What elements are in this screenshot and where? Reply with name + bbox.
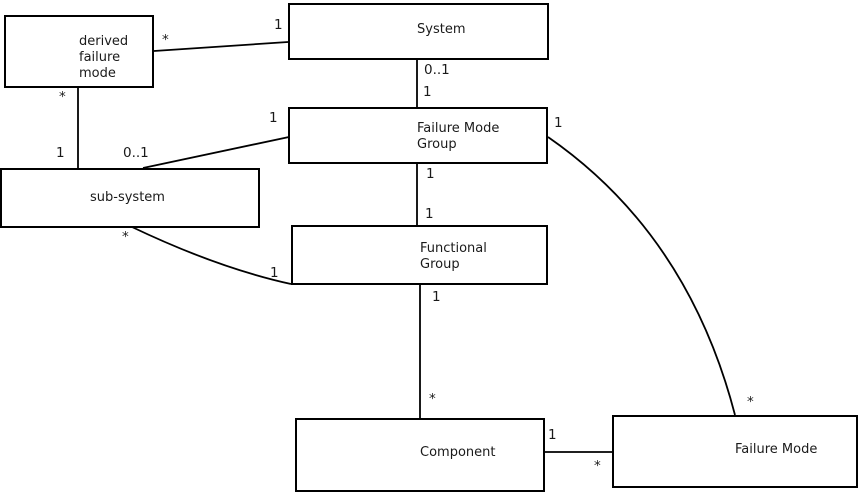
multiplicity-system-fmgroup-target: 1 bbox=[423, 84, 432, 100]
node-label: Functional bbox=[420, 240, 487, 256]
multiplicity-subsystem-fgroup-target: 1 bbox=[270, 265, 279, 281]
multiplicity-derived-subsystem-source: * bbox=[59, 89, 66, 105]
node-functional-group[interactable]: Functional Group bbox=[291, 225, 548, 285]
multiplicity-derived-system-target: 1 bbox=[274, 17, 283, 33]
node-failure-mode[interactable]: Failure Mode bbox=[612, 415, 858, 488]
node-derived-failure-mode[interactable]: derived failure mode bbox=[4, 15, 154, 88]
multiplicity-fmgroup-fgroup-target: 1 bbox=[425, 206, 434, 222]
multiplicity-subsystem-fgroup-source: * bbox=[122, 229, 129, 245]
multiplicity-fmgroup-fmode-source: 1 bbox=[554, 115, 563, 131]
node-label: Failure Mode bbox=[735, 441, 818, 457]
multiplicity-derived-subsystem-target: 1 bbox=[56, 145, 65, 161]
node-label: Group bbox=[420, 256, 460, 272]
node-label: System bbox=[417, 22, 466, 37]
node-label: mode bbox=[79, 65, 116, 81]
multiplicity-fmgroup-fgroup-source: 1 bbox=[426, 166, 435, 182]
node-label: derived bbox=[79, 33, 129, 49]
node-label: failure bbox=[79, 49, 121, 65]
node-system[interactable]: System bbox=[288, 3, 549, 60]
edge-subsystem-fmgroup bbox=[142, 136, 290, 169]
multiplicity-derived-system-source: * bbox=[162, 32, 169, 48]
node-label: sub-system bbox=[90, 190, 165, 205]
edge-derived-system bbox=[153, 41, 289, 52]
multiplicity-fmgroup-fmode-target: * bbox=[747, 394, 754, 410]
edge-fmgroup-fmode bbox=[547, 136, 736, 416]
edge-subsystem-fgroup bbox=[131, 226, 292, 285]
multiplicity-fgroup-component-source: 1 bbox=[432, 289, 441, 305]
node-label: Component bbox=[420, 444, 496, 460]
multiplicity-component-fmode-target: * bbox=[594, 458, 601, 474]
multiplicity-subsystem-fmgroup-source: 0..1 bbox=[123, 145, 149, 161]
node-sub-system[interactable]: sub-system bbox=[0, 168, 260, 228]
node-failure-mode-group[interactable]: Failure Mode Group bbox=[288, 107, 548, 164]
multiplicity-system-fmgroup-source: 0..1 bbox=[424, 62, 450, 78]
node-label: Failure Mode bbox=[417, 121, 500, 136]
node-label: Group bbox=[417, 137, 457, 152]
multiplicity-component-fmode-source: 1 bbox=[548, 427, 557, 443]
node-component[interactable]: Component bbox=[295, 418, 545, 492]
multiplicity-subsystem-fmgroup-target: 1 bbox=[269, 110, 278, 126]
multiplicity-fgroup-component-target: * bbox=[429, 391, 436, 407]
